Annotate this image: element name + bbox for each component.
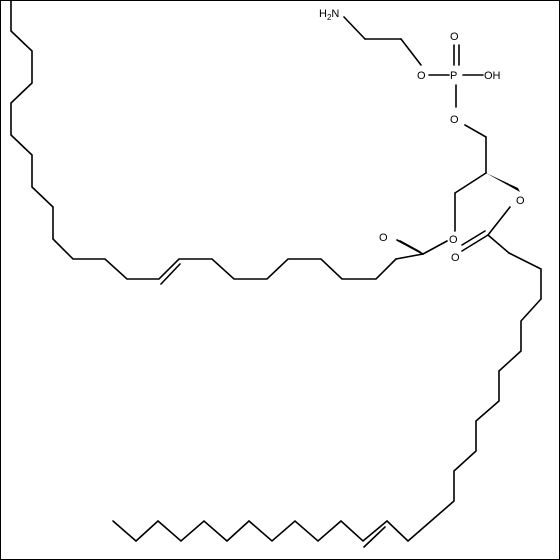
sn1-ester-bonds xyxy=(395,239,448,260)
headgroup-bonds xyxy=(343,16,487,138)
hydroxyl-label: OH xyxy=(484,70,501,82)
sn1-carbonyl-oxygen: O xyxy=(379,232,388,244)
sn2-cis-double-bond xyxy=(363,526,386,548)
sn1-ester-oxygen: O xyxy=(449,234,458,246)
stereo-wedge xyxy=(486,173,520,192)
amine-label: H2N xyxy=(319,8,339,22)
sn1-cis-double-bond xyxy=(160,263,181,285)
sn2-ester-oxygen: O xyxy=(516,195,525,207)
sn1-acyl-chain xyxy=(10,1,397,280)
phosphate-ester-oxygen-2: O xyxy=(450,114,459,126)
glycerol-backbone xyxy=(454,136,520,232)
phosphate-ester-oxygen-1: O xyxy=(417,70,426,82)
sn2-acyl-chain xyxy=(112,252,542,543)
sn2-ester-bonds xyxy=(461,206,511,254)
phosphoryl-oxygen: O xyxy=(450,31,459,43)
phosphorus-label: P xyxy=(450,70,457,82)
sn2-carbonyl-oxygen: O xyxy=(451,252,460,264)
